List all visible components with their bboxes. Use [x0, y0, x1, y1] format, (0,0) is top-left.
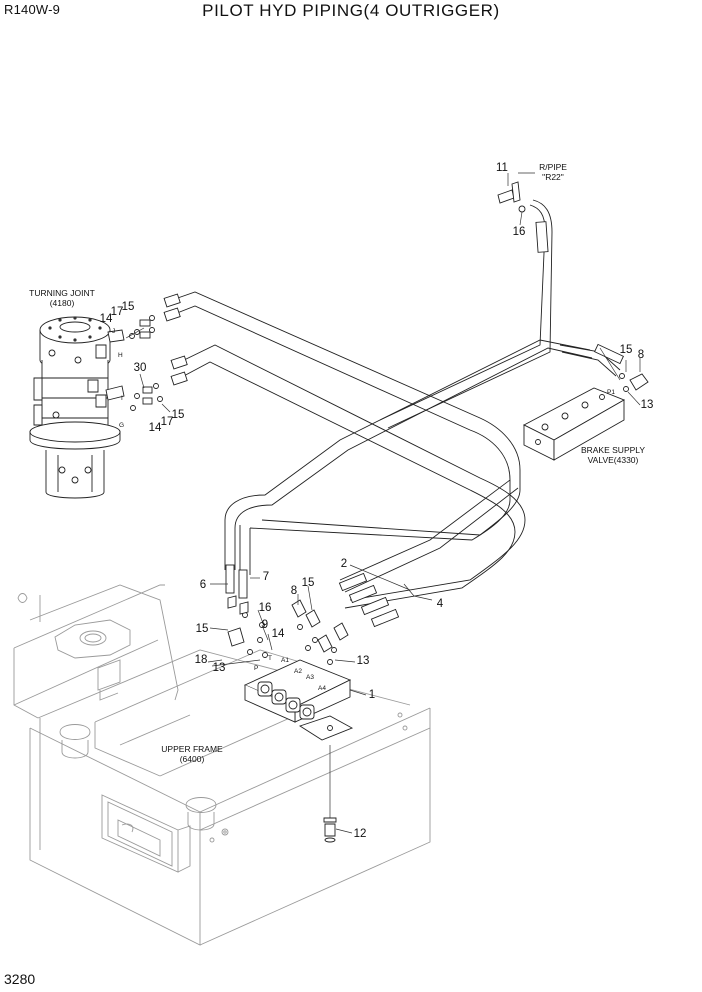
hose-routing [163, 199, 624, 628]
port-label-p: P [254, 665, 258, 672]
port-label-j: J [112, 328, 115, 335]
callout-30: 30 [134, 362, 147, 374]
port-label-h: H [118, 352, 123, 359]
callout-15-b: 15 [172, 409, 185, 421]
port-label-t: T [268, 655, 272, 662]
page-title: PILOT HYD PIPING(4 OUTRIGGER) [202, 1, 500, 20]
callout-14-b: 14 [149, 422, 162, 434]
port-label-a3: A3 [306, 674, 314, 681]
labels: TURNING JOINT (4180) BRAKE SUPPLY VALVE(… [29, 162, 653, 840]
rpipe-label: R/PIPE [539, 162, 567, 172]
callout-9: 9 [262, 619, 268, 631]
page-number: 3280 [4, 971, 36, 987]
callout-8-mid: 8 [291, 585, 297, 597]
manifold-block-drawing [243, 659, 354, 843]
callout-2: 2 [341, 558, 347, 570]
callout-16-mid: 16 [259, 602, 272, 614]
fittings [129, 181, 526, 665]
port-label-a4: A4 [318, 685, 326, 692]
callout-1: 1 [369, 689, 375, 701]
callout-15-a: 15 [122, 301, 135, 313]
callout-11: 11 [496, 162, 508, 174]
port-label-g: G [119, 422, 124, 429]
callout-14-a: 14 [100, 313, 113, 325]
port-label-p1: P1 [607, 389, 615, 396]
callout-13-left: 13 [213, 662, 226, 674]
callout-15-mid: 15 [302, 577, 315, 589]
turning-joint-code: (4180) [50, 298, 75, 308]
leader-lines [125, 172, 641, 834]
turning-joint-drawing [29, 316, 125, 499]
callout-17-a: 17 [111, 306, 124, 318]
brake-valve-label: BRAKE SUPPLY [581, 445, 645, 455]
callout-17-b: 17 [161, 416, 174, 428]
callout-12: 12 [354, 828, 367, 840]
upper-frame-drawing [13, 584, 431, 946]
model-code: R140W-9 [4, 2, 61, 17]
callout-7: 7 [263, 571, 269, 583]
callout-8-brake: 8 [638, 349, 644, 361]
upper-frame-code: (6400) [180, 754, 205, 764]
brake-valve-code: VALVE(4330) [588, 455, 639, 465]
rpipe-code: "R22" [542, 172, 564, 182]
callout-13-brake: 13 [641, 399, 654, 411]
callout-4: 4 [437, 598, 444, 610]
callout-15-left: 15 [196, 623, 209, 635]
callout-15-brake: 15 [620, 344, 633, 356]
port-label-i: I [121, 395, 123, 402]
callout-16-top: 16 [513, 226, 526, 238]
upper-frame-label: UPPER FRAME [161, 744, 223, 754]
callout-13-right: 13 [357, 655, 370, 667]
turning-joint-label: TURNING JOINT [29, 288, 95, 298]
callout-14-mid: 14 [272, 628, 285, 640]
brake-supply-valve-drawing [523, 373, 649, 461]
callout-18: 18 [195, 654, 208, 666]
port-label-a1: A1 [281, 657, 289, 664]
port-label-a2: A2 [294, 668, 302, 675]
callout-6: 6 [200, 579, 206, 591]
